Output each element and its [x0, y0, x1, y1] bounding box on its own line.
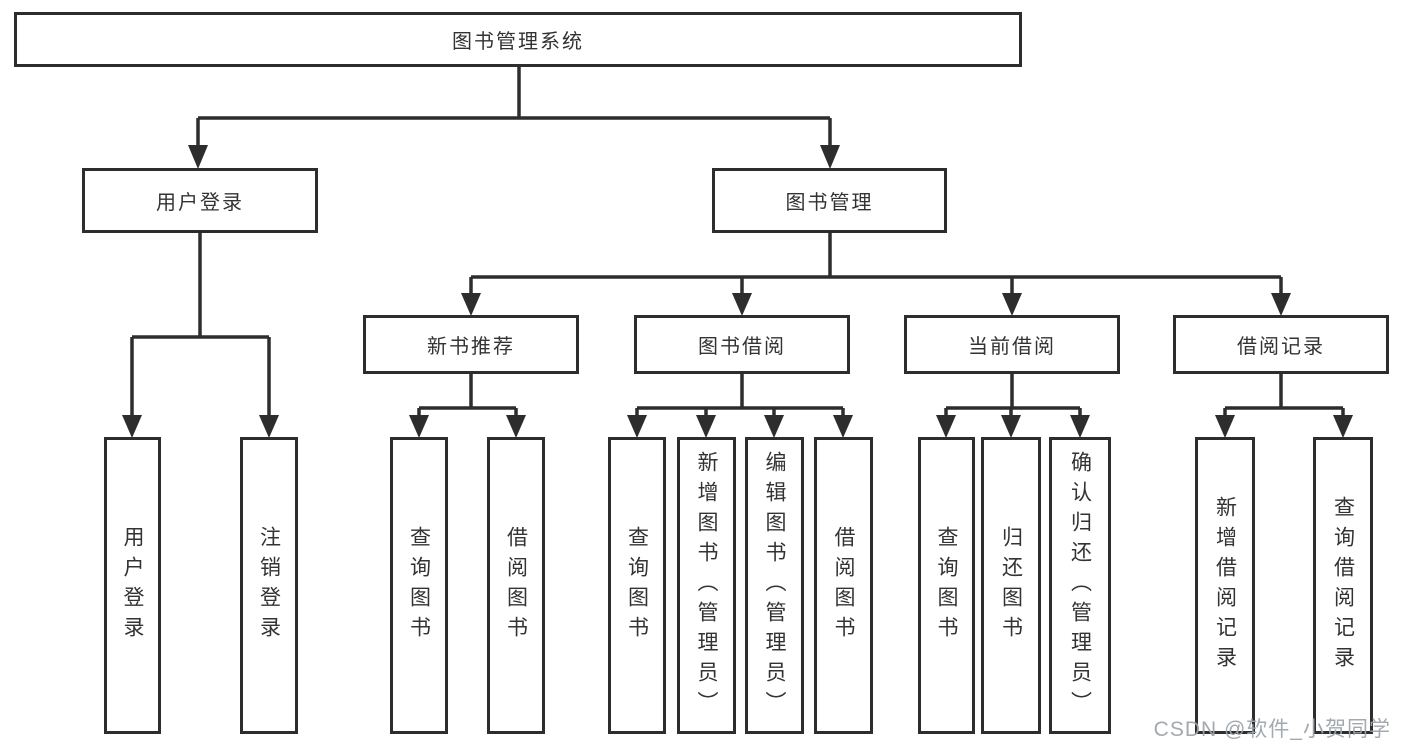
node-current-borrow: 当前借阅 [904, 315, 1120, 374]
node-label: 查询借阅记录 [1331, 495, 1355, 676]
node-label: 查询图书 [625, 525, 649, 646]
connector-user-login-to-children [130, 233, 271, 417]
arrowhead-leaf-cb-return [1001, 415, 1021, 438]
leaf-bb-edit-books-admin: 编辑图书（管理员） [745, 437, 804, 734]
arrowhead-leaf-nb-query [409, 415, 429, 438]
arrowhead-leaf-user-login [122, 415, 142, 438]
leaf-bb-add-books-admin: 新增图书（管理员） [677, 437, 736, 734]
arrowhead-leaf-bb-query [627, 415, 647, 438]
arrowhead-new-book-recommend [461, 293, 481, 316]
node-book-management: 图书管理 [712, 168, 947, 233]
arrowhead-book-management [820, 145, 840, 169]
connector-new-book-recommend-to-children [417, 374, 518, 417]
node-label: 图书管理系统 [452, 31, 584, 53]
connector-root-to-level2 [196, 67, 832, 150]
node-book-management-system: 图书管理系统 [14, 12, 1022, 67]
arrowhead-leaf-br-query [1333, 415, 1353, 438]
node-label: 注销登录 [257, 525, 281, 646]
node-label: 图书借阅 [698, 336, 786, 358]
leaf-cb-query-books: 查询图书 [918, 437, 975, 734]
node-new-book-recommend: 新书推荐 [363, 315, 579, 374]
leaf-logout: 注销登录 [240, 437, 298, 734]
node-label: 归还图书 [999, 525, 1023, 646]
node-label: 当前借阅 [968, 336, 1056, 358]
connector-current-borrow-to-children [944, 374, 1082, 417]
leaf-br-query-record: 查询借阅记录 [1313, 437, 1373, 734]
leaf-nb-query-books: 查询图书 [390, 437, 448, 734]
node-user-login: 用户登录 [82, 168, 318, 233]
node-label: 用户登录 [156, 192, 244, 214]
leaf-user-login: 用户登录 [104, 437, 161, 734]
leaf-nb-borrow-books: 借阅图书 [487, 437, 545, 734]
connector-borrow-records-to-children [1223, 374, 1345, 417]
arrowhead-book-borrow [732, 293, 752, 316]
connector-book-management-to-children [469, 233, 1283, 297]
leaf-bb-query-books: 查询图书 [608, 437, 666, 734]
node-label: 查询图书 [935, 525, 958, 646]
leaf-cb-return-books: 归还图书 [981, 437, 1041, 734]
node-label: 编辑图书（管理员） [763, 450, 786, 721]
node-label: 用户登录 [121, 525, 144, 646]
node-borrow-records: 借阅记录 [1173, 315, 1389, 374]
node-label: 确认归还（管理员） [1068, 450, 1092, 721]
arrowhead-leaf-cb-query [936, 415, 956, 438]
leaf-br-add-record: 新增借阅记录 [1195, 437, 1255, 734]
node-label: 新增图书（管理员） [695, 450, 718, 721]
node-label: 新书推荐 [427, 336, 515, 358]
arrowhead-borrow-records [1271, 293, 1291, 316]
arrowhead-current-borrow [1002, 293, 1022, 316]
arrowhead-leaf-logout [259, 415, 279, 438]
node-label: 借阅记录 [1237, 336, 1325, 358]
node-book-borrow: 图书借阅 [634, 315, 850, 374]
arrowhead-leaf-bb-add [696, 415, 716, 438]
arrowheads [122, 145, 1353, 438]
arrowhead-leaf-br-add [1215, 415, 1235, 438]
node-label: 图书管理 [785, 192, 874, 214]
node-label: 查询图书 [407, 525, 431, 646]
connector-book-borrow-to-children [635, 374, 845, 417]
arrowhead-leaf-cb-confirm [1070, 415, 1090, 438]
leaf-cb-confirm-return-admin: 确认归还（管理员） [1049, 437, 1111, 734]
node-label: 借阅图书 [832, 525, 855, 646]
arrowhead-user-login [188, 145, 208, 169]
leaf-bb-borrow-books: 借阅图书 [814, 437, 873, 734]
arrowhead-leaf-bb-borrow [833, 415, 853, 438]
arrowhead-leaf-nb-borrow [506, 415, 526, 438]
node-label: 借阅图书 [504, 525, 528, 646]
node-label: 新增借阅记录 [1213, 495, 1237, 676]
arrowhead-leaf-bb-edit [764, 415, 784, 438]
